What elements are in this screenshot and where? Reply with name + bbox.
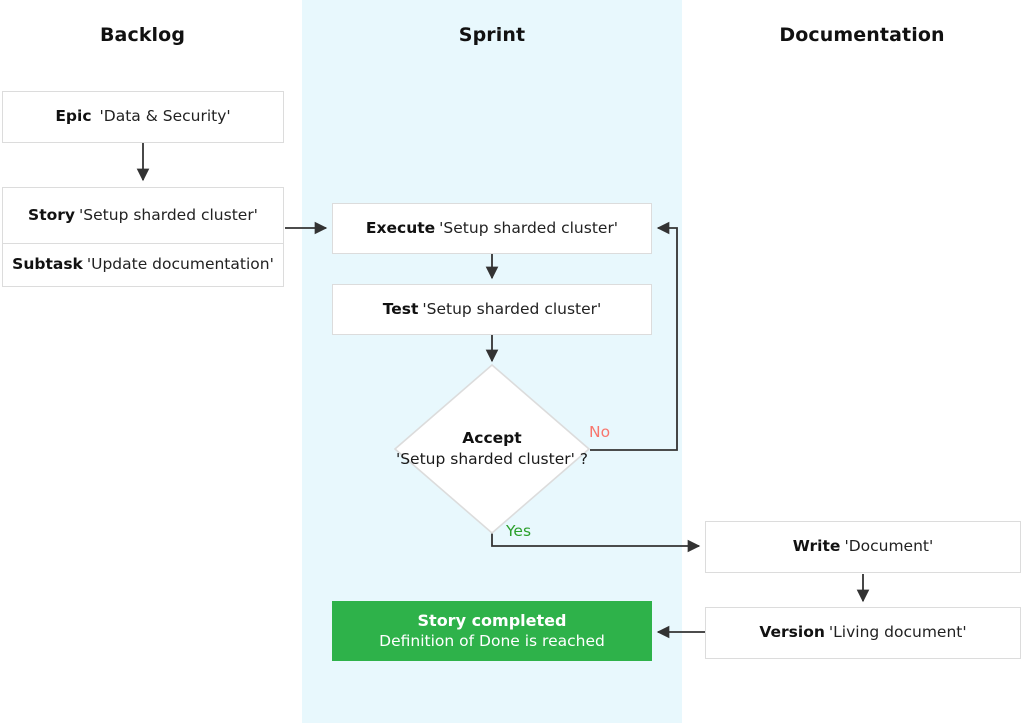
node-test-type: Test xyxy=(382,299,419,318)
node-write-value: 'Document' xyxy=(844,537,934,556)
node-accept-decision[interactable]: Accept 'Setup sharded cluster' ? xyxy=(394,364,590,534)
node-version[interactable]: Version 'Living document' xyxy=(705,607,1021,659)
node-epic-value: 'Data & Security' xyxy=(99,107,231,126)
node-story[interactable]: Story 'Setup sharded cluster' xyxy=(2,187,284,244)
lane-title-documentation: Documentation xyxy=(779,24,945,46)
diamond-shape xyxy=(394,364,590,534)
node-execute[interactable]: Execute 'Setup sharded cluster' xyxy=(332,203,652,254)
node-execute-value: 'Setup sharded cluster' xyxy=(439,218,619,237)
node-story-completed-title: Story completed xyxy=(417,610,567,630)
lane-title-backlog: Backlog xyxy=(99,24,186,46)
node-write-type: Write xyxy=(792,537,841,556)
edge-label-yes: Yes xyxy=(506,522,532,540)
lane-title-sprint: Sprint xyxy=(458,24,526,46)
node-test-value: 'Setup sharded cluster' xyxy=(422,299,602,318)
node-epic[interactable]: Epic 'Data & Security' xyxy=(2,91,284,143)
edge-label-no: No xyxy=(589,423,611,441)
node-write[interactable]: Write 'Document' xyxy=(705,521,1021,573)
node-test[interactable]: Test 'Setup sharded cluster' xyxy=(332,284,652,335)
node-subtask[interactable]: Subtask 'Update documentation' xyxy=(2,244,284,287)
node-story-completed-subtitle: Definition of Done is reached xyxy=(379,632,605,651)
node-epic-type: Epic xyxy=(55,107,92,126)
node-subtask-type: Subtask xyxy=(12,255,83,274)
node-story-type: Story xyxy=(28,205,76,224)
node-story-value: 'Setup sharded cluster' xyxy=(79,205,258,224)
node-subtask-value: 'Update documentation' xyxy=(86,255,274,274)
node-execute-type: Execute xyxy=(365,218,436,237)
node-version-type: Version xyxy=(759,623,825,642)
node-version-value: 'Living document' xyxy=(828,623,967,642)
node-story-completed[interactable]: Story completed Definition of Done is re… xyxy=(332,601,652,661)
